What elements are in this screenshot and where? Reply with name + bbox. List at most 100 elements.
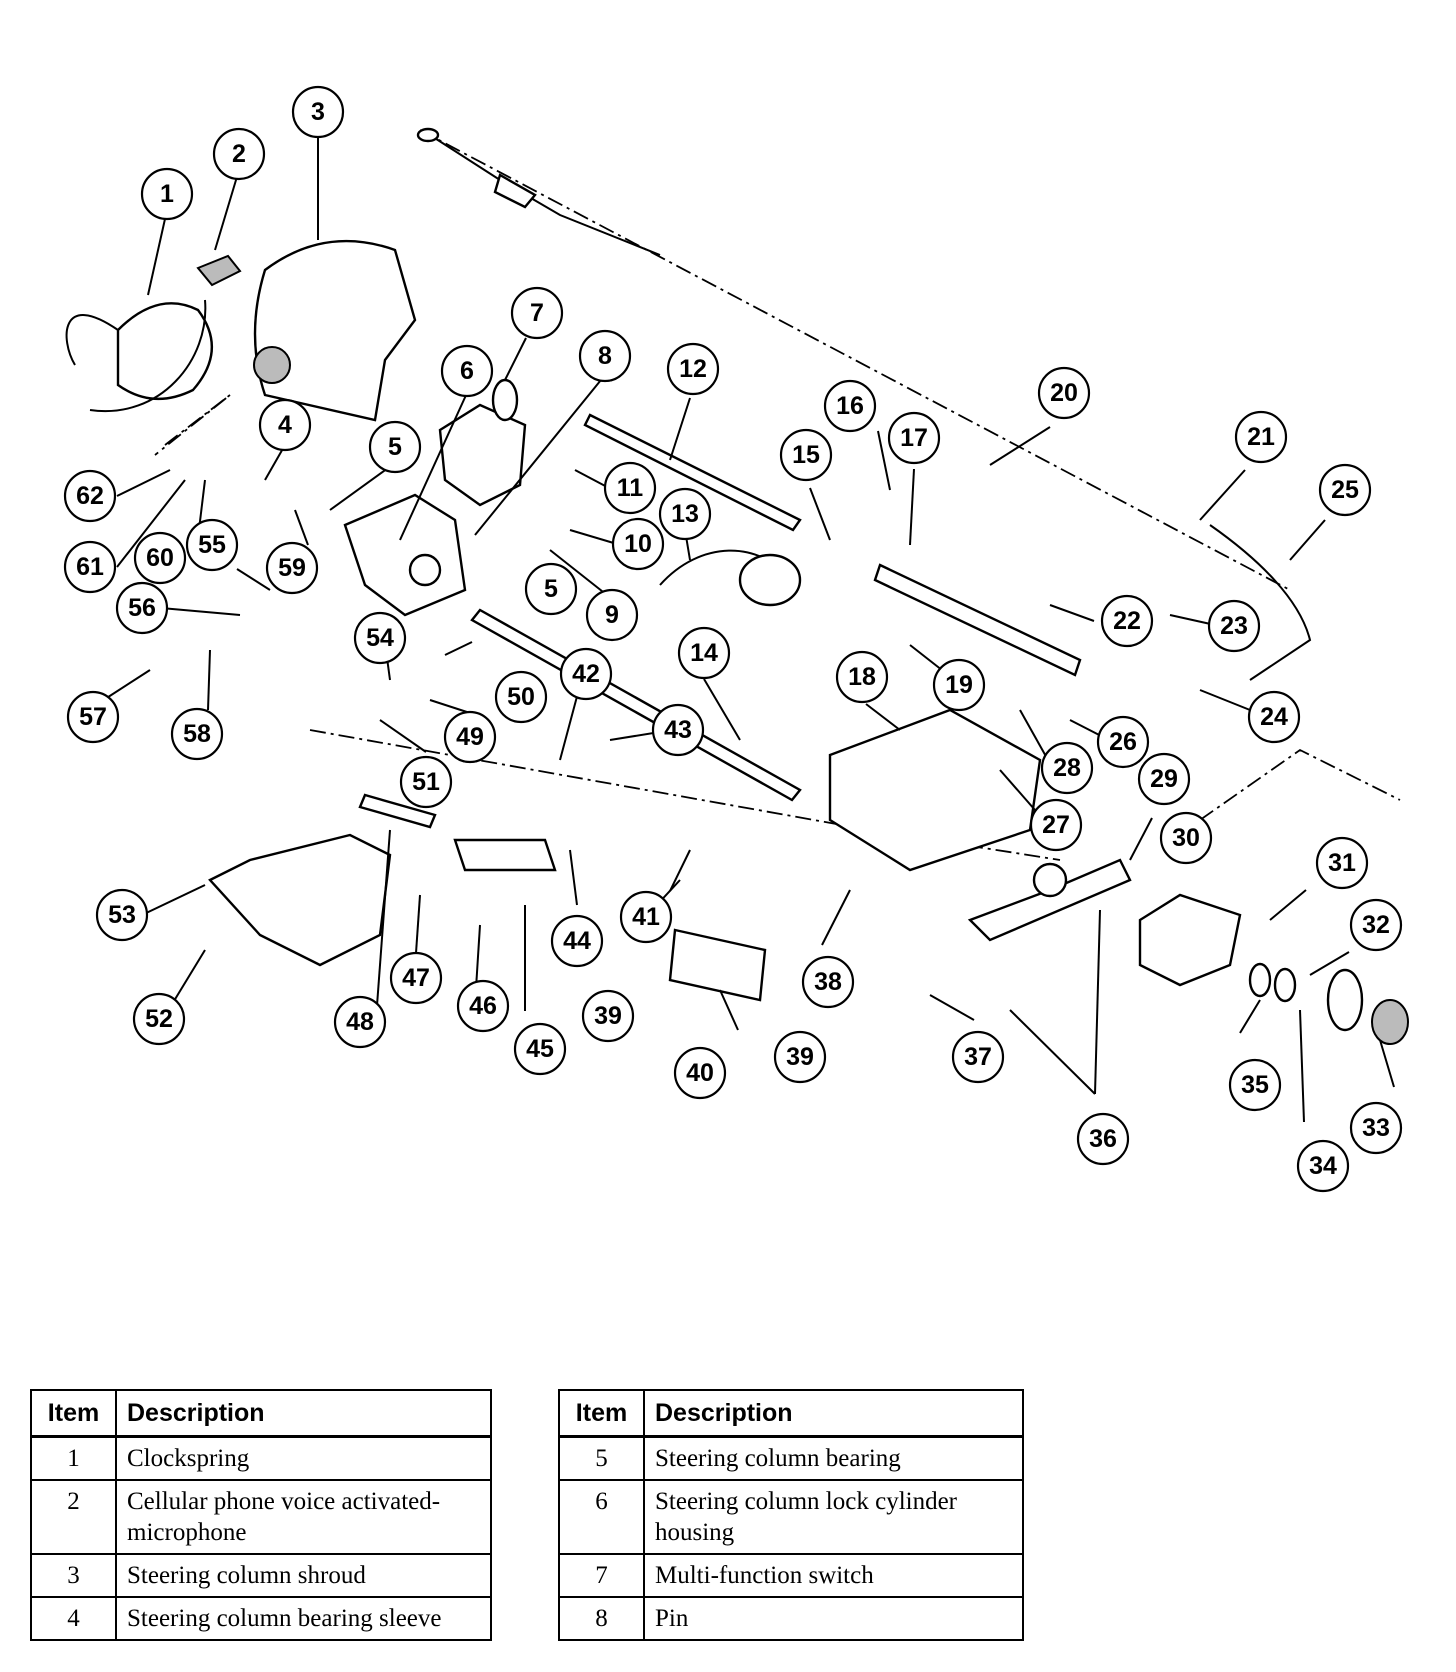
svg-text:29: 29: [1150, 765, 1178, 793]
callout-13: 13: [658, 487, 712, 541]
legend-row: 7 Multi-function switch: [558, 1553, 1024, 1598]
svg-text:37: 37: [964, 1043, 992, 1071]
callout-59: 59: [265, 541, 319, 595]
callout-29: 29: [1137, 752, 1191, 806]
shroud-part: [253, 239, 417, 422]
svg-text:4: 4: [278, 411, 292, 439]
actuator-parts: [358, 793, 767, 1002]
svg-text:55: 55: [198, 531, 226, 559]
item-number: 6: [558, 1479, 645, 1555]
svg-text:34: 34: [1309, 1152, 1337, 1180]
svg-text:5: 5: [388, 433, 402, 461]
svg-text:23: 23: [1220, 612, 1248, 640]
svg-text:54: 54: [366, 624, 394, 652]
svg-text:22: 22: [1113, 607, 1141, 635]
legend-row: 6 Steering column lock cylinder housing: [558, 1479, 1024, 1555]
callout-34: 34: [1296, 1139, 1350, 1193]
legend-row: 3 Steering column shroud: [30, 1553, 492, 1598]
callout-52: 52: [132, 992, 186, 1046]
legend-row: 1 Clockspring: [30, 1435, 492, 1481]
callout-58: 58: [170, 707, 224, 761]
legend-row: 5 Steering column bearing: [558, 1435, 1024, 1481]
description-column-header: Description: [643, 1389, 1024, 1438]
svg-text:17: 17: [900, 424, 928, 452]
svg-text:57: 57: [79, 703, 107, 731]
svg-text:59: 59: [278, 554, 306, 582]
callout-54: 54: [353, 611, 407, 665]
svg-text:38: 38: [814, 968, 842, 996]
callout-55: 55: [185, 518, 239, 572]
callout-39b: 39: [773, 1030, 827, 1084]
cable-part: [1209, 524, 1312, 681]
callout-26: 26: [1096, 715, 1150, 769]
callout-3: 3: [291, 85, 345, 139]
description-column-header: Description: [115, 1389, 492, 1438]
callout-22: 22: [1100, 594, 1154, 648]
legend-row: 2 Cellular phone voice activated-microph…: [30, 1479, 492, 1555]
shift-socket-part: [873, 563, 1082, 677]
callout-18: 18: [835, 650, 889, 704]
svg-text:53: 53: [108, 901, 136, 929]
item-number: 2: [30, 1479, 117, 1555]
svg-text:7: 7: [530, 299, 544, 327]
microphone-part: [196, 254, 242, 287]
callout-57: 57: [66, 690, 120, 744]
bracket-part: [967, 858, 1132, 942]
svg-text:42: 42: [572, 660, 600, 688]
svg-text:9: 9: [605, 601, 619, 629]
svg-text:43: 43: [664, 716, 692, 744]
svg-text:14: 14: [690, 639, 718, 667]
callout-31: 31: [1315, 836, 1369, 890]
svg-text:47: 47: [402, 964, 430, 992]
callout-35: 35: [1228, 1058, 1282, 1112]
parts-legend-table-left: Item Description 1 Clockspring 2 Cellula…: [30, 1389, 492, 1641]
svg-text:56: 56: [128, 594, 156, 622]
callout-21: 21: [1234, 410, 1288, 464]
callout-11: 11: [603, 461, 657, 515]
item-number: 3: [30, 1553, 117, 1598]
item-description: Steering column bearing: [643, 1435, 1024, 1481]
svg-text:52: 52: [145, 1005, 173, 1033]
callout-19: 19: [932, 658, 986, 712]
centerline-left: [154, 394, 231, 456]
item-description: Pin: [643, 1596, 1024, 1641]
callout-41: 41: [619, 890, 673, 944]
callout-6: 6: [440, 344, 494, 398]
callout-4: 4: [258, 398, 312, 452]
svg-text:36: 36: [1089, 1125, 1117, 1153]
multifunction-switch-part: [438, 378, 527, 507]
callout-33: 33: [1349, 1101, 1403, 1155]
svg-text:49: 49: [456, 723, 484, 751]
callout-5b: 5: [524, 562, 578, 616]
item-number: 7: [558, 1553, 645, 1598]
item-column-header: Item: [558, 1389, 645, 1438]
svg-text:10: 10: [624, 530, 652, 558]
centerline-right: [1199, 748, 1401, 821]
callout-62: 62: [63, 469, 117, 523]
lock-housing-part: [343, 493, 467, 617]
callout-27: 27: [1029, 798, 1083, 852]
callout-24: 24: [1247, 690, 1301, 744]
item-description: Steering column lock cylinder housing: [643, 1479, 1024, 1555]
svg-text:30: 30: [1172, 824, 1200, 852]
svg-text:31: 31: [1328, 849, 1356, 877]
svg-text:3: 3: [311, 98, 325, 126]
callout-7: 7: [510, 286, 564, 340]
clockspring-part: [65, 299, 213, 413]
legend-header-row: Item Description: [558, 1389, 1024, 1438]
callout-1: 1: [140, 167, 194, 221]
callout-37: 37: [951, 1030, 1005, 1084]
parts-legend-table-right: Item Description 5 Steering column beari…: [558, 1389, 1024, 1641]
callout-5a: 5: [368, 420, 422, 474]
legend-row: 8 Pin: [558, 1596, 1024, 1641]
svg-text:20: 20: [1050, 379, 1078, 407]
callout-53: 53: [95, 888, 149, 942]
callout-12: 12: [666, 342, 720, 396]
callout-23: 23: [1207, 599, 1261, 653]
callout-60: 60: [133, 531, 187, 585]
callout-15: 15: [779, 428, 833, 482]
svg-text:24: 24: [1260, 703, 1288, 731]
callout-45: 45: [513, 1022, 567, 1076]
callout-61: 61: [63, 540, 117, 594]
item-description: Clockspring: [115, 1435, 492, 1481]
